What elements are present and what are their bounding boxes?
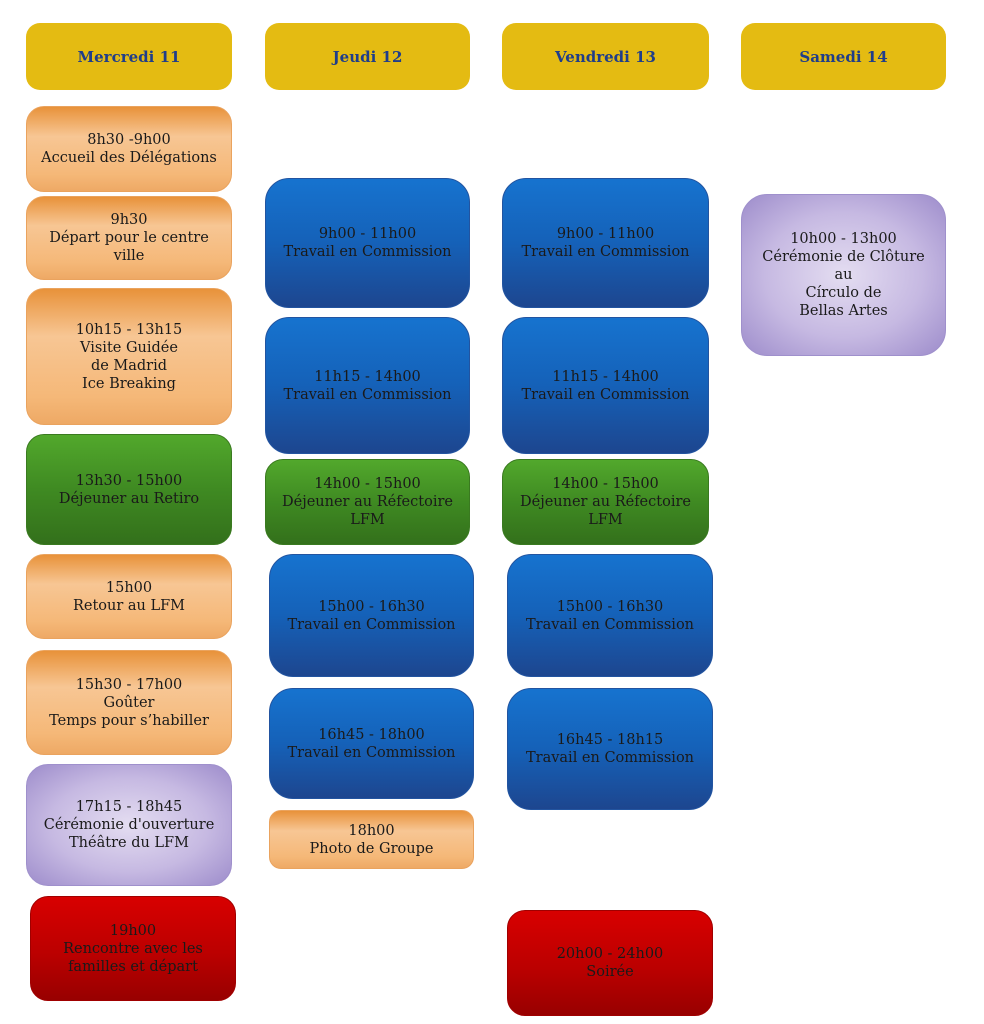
event-lunch-retiro: 13h30 - 15h00 Déjeuner au Retiro — [26, 434, 232, 545]
event-closing-ceremony: 10h00 - 13h00 Cérémonie de Clôture au Cí… — [741, 194, 946, 356]
event-title: Bellas Artes — [799, 303, 888, 319]
event-time: 9h00 - 11h00 — [556, 226, 655, 242]
event-time: 16h45 - 18h15 — [556, 732, 664, 748]
day-label: Vendredi 13 — [555, 47, 656, 66]
event-time: 9h00 - 11h00 — [318, 226, 417, 242]
event-title: Travail en Commission — [283, 244, 452, 260]
event-title: Cérémonie d'ouverture — [43, 817, 215, 833]
event-commission: 15h00 - 16h30 Travail en Commission — [269, 554, 474, 677]
event-commission: 15h00 - 16h30 Travail en Commission — [507, 554, 713, 677]
event-title: familles et départ — [68, 958, 198, 975]
event-title: Accueil des Délégations — [41, 150, 217, 166]
event-time: 15h30 - 17h00 — [75, 676, 183, 693]
event-title: Visite Guidée — [80, 339, 178, 356]
event-snack: 15h30 - 17h00 Goûter Temps pour s’habill… — [26, 650, 232, 755]
event-title: Travail en Commission — [525, 750, 695, 766]
event-time: 15h00 - 16h30 — [556, 598, 664, 615]
event-title: Círculo de — [805, 285, 882, 301]
event-time: 15h00 — [105, 579, 153, 596]
event-title: Rencontre avec les — [63, 940, 203, 957]
event-title: Travail en Commission — [521, 386, 690, 403]
event-time: 20h00 - 24h00 — [556, 946, 664, 962]
event-group-photo: 18h00 Photo de Groupe — [269, 810, 474, 869]
event-commission: 16h45 - 18h15 Travail en Commission — [507, 688, 713, 810]
event-title: Déjeuner au Réfectoire — [282, 494, 453, 510]
event-title: Soirée — [586, 964, 634, 980]
event-title: Travail en Commission — [287, 744, 456, 761]
day-label: Mercredi 11 — [77, 47, 181, 66]
event-time: 18h00 — [348, 822, 395, 839]
event-evening-party: 20h00 - 24h00 Soirée — [507, 910, 713, 1016]
event-time: 16h45 - 18h00 — [318, 726, 425, 743]
event-title: Théâtre du LFM — [69, 835, 189, 851]
event-title: Départ pour le centre — [49, 230, 209, 246]
event-departure-city: 9h30 Départ pour le centre ville — [26, 196, 232, 280]
event-lunch-refectory: 14h00 - 15h00 Déjeuner au Réfectoire LFM — [502, 459, 709, 545]
event-commission: 9h00 - 11h00 Travail en Commission — [265, 178, 470, 308]
event-time: 11h15 - 14h00 — [314, 368, 421, 385]
event-title: Cérémonie de Clôture — [762, 249, 925, 265]
event-title: LFM — [588, 512, 623, 528]
event-commission: 11h15 - 14h00 Travail en Commission — [265, 317, 470, 454]
event-title: Travail en Commission — [521, 244, 690, 260]
day-header-wednesday: Mercredi 11 — [26, 23, 232, 90]
event-title: Déjeuner au Retiro — [58, 490, 200, 507]
day-header-thursday: Jeudi 12 — [265, 23, 470, 90]
event-title: Retour au LFM — [72, 597, 186, 614]
event-title: Travail en Commission — [287, 616, 456, 633]
event-time: 10h00 - 13h00 — [790, 231, 897, 247]
event-commission: 16h45 - 18h00 Travail en Commission — [269, 688, 474, 799]
event-time: 11h15 - 14h00 — [552, 368, 659, 385]
event-title: Photo de Groupe — [309, 840, 434, 857]
event-time: 10h15 - 13h15 — [75, 321, 183, 338]
event-return-lfm: 15h00 Retour au LFM — [26, 554, 232, 639]
event-time: 13h30 - 15h00 — [75, 472, 183, 489]
event-opening-ceremony: 17h15 - 18h45 Cérémonie d'ouverture Théâ… — [26, 764, 232, 886]
event-lunch-refectory: 14h00 - 15h00 Déjeuner au Réfectoire LFM — [265, 459, 470, 545]
event-title: Travail en Commission — [525, 616, 695, 633]
event-time: 17h15 - 18h45 — [75, 799, 183, 815]
event-families-meeting: 19h00 Rencontre avec les familles et dép… — [30, 896, 236, 1001]
event-title: ville — [113, 248, 145, 264]
event-time: 14h00 - 15h00 — [552, 476, 659, 492]
day-header-saturday: Samedi 14 — [741, 23, 946, 90]
event-commission: 11h15 - 14h00 Travail en Commission — [502, 317, 709, 454]
event-title: de Madrid — [90, 357, 168, 374]
event-title: Travail en Commission — [283, 386, 452, 403]
event-time: 19h00 — [109, 922, 157, 939]
event-title: LFM — [350, 512, 385, 528]
event-title: au — [834, 267, 853, 283]
event-commission: 9h00 - 11h00 Travail en Commission — [502, 178, 709, 308]
event-time: 9h30 — [110, 212, 148, 228]
event-time: 8h30 -9h00 — [87, 132, 171, 148]
day-label: Jeudi 12 — [332, 47, 403, 66]
event-time: 15h00 - 16h30 — [318, 598, 425, 615]
event-title: Déjeuner au Réfectoire — [520, 494, 691, 510]
day-label: Samedi 14 — [799, 47, 888, 66]
event-time: 14h00 - 15h00 — [314, 476, 421, 492]
day-header-friday: Vendredi 13 — [502, 23, 709, 90]
event-title: Ice Breaking — [82, 375, 176, 392]
event-guided-tour: 10h15 - 13h15 Visite Guidée de Madrid Ic… — [26, 288, 232, 425]
event-title: Goûter — [103, 694, 155, 711]
event-title: Temps pour s’habiller — [49, 712, 209, 729]
event-welcome: 8h30 -9h00 Accueil des Délégations — [26, 106, 232, 192]
